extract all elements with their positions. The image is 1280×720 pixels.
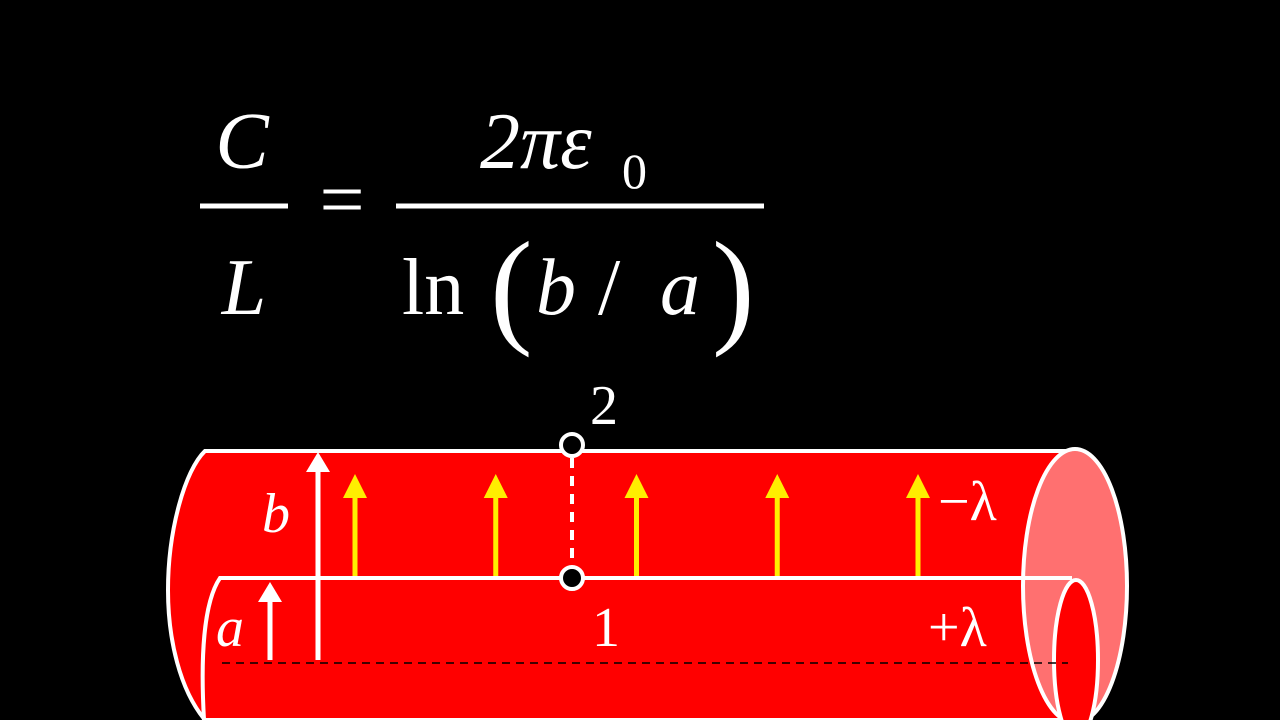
- field-arrow: [624, 474, 649, 576]
- radius-b-label: b: [262, 483, 290, 545]
- formula-close-paren: ): [712, 216, 755, 358]
- formula-lhs-denominator: L: [221, 244, 267, 332]
- inner-cylinder-outline: [200, 576, 1072, 720]
- radius-a-arrow: [258, 582, 282, 660]
- inner-charge-label: +λ: [928, 597, 987, 659]
- coaxial-cylinder-diagram: b a 2 1 −λ +λ: [165, 375, 1129, 720]
- formula-rhs-numerator-subscript: 0: [622, 143, 647, 199]
- formula-ln: ln: [402, 244, 464, 332]
- field-arrow: [343, 474, 367, 576]
- formula-equals: =: [319, 156, 364, 244]
- formula-rhs-numerator: 2πε: [480, 98, 592, 186]
- point-1-label: 1: [592, 597, 620, 659]
- point-1-marker: [559, 565, 585, 591]
- field-arrow: [906, 474, 930, 576]
- formula-lhs-numerator: C: [215, 98, 270, 186]
- capacitance-formula: C L = 2πε 0 ln ( b / a ): [200, 98, 764, 358]
- outer-cylinder-body: [165, 449, 1077, 720]
- formula-b: b: [536, 244, 576, 332]
- radius-b-arrow: [306, 452, 330, 660]
- outer-charge-label: −λ: [938, 471, 997, 533]
- radius-a-label: a: [216, 597, 244, 659]
- point-2-marker: [559, 432, 585, 458]
- inner-cylinder-end-hole: [1052, 578, 1100, 720]
- point-2-label: 2: [590, 375, 618, 437]
- formula-a: a: [660, 244, 700, 332]
- field-arrow: [483, 474, 508, 576]
- formula-open-paren: (: [490, 216, 533, 358]
- field-arrow: [765, 474, 790, 576]
- electric-field-arrows: [343, 474, 930, 576]
- formula-slash: /: [598, 244, 621, 332]
